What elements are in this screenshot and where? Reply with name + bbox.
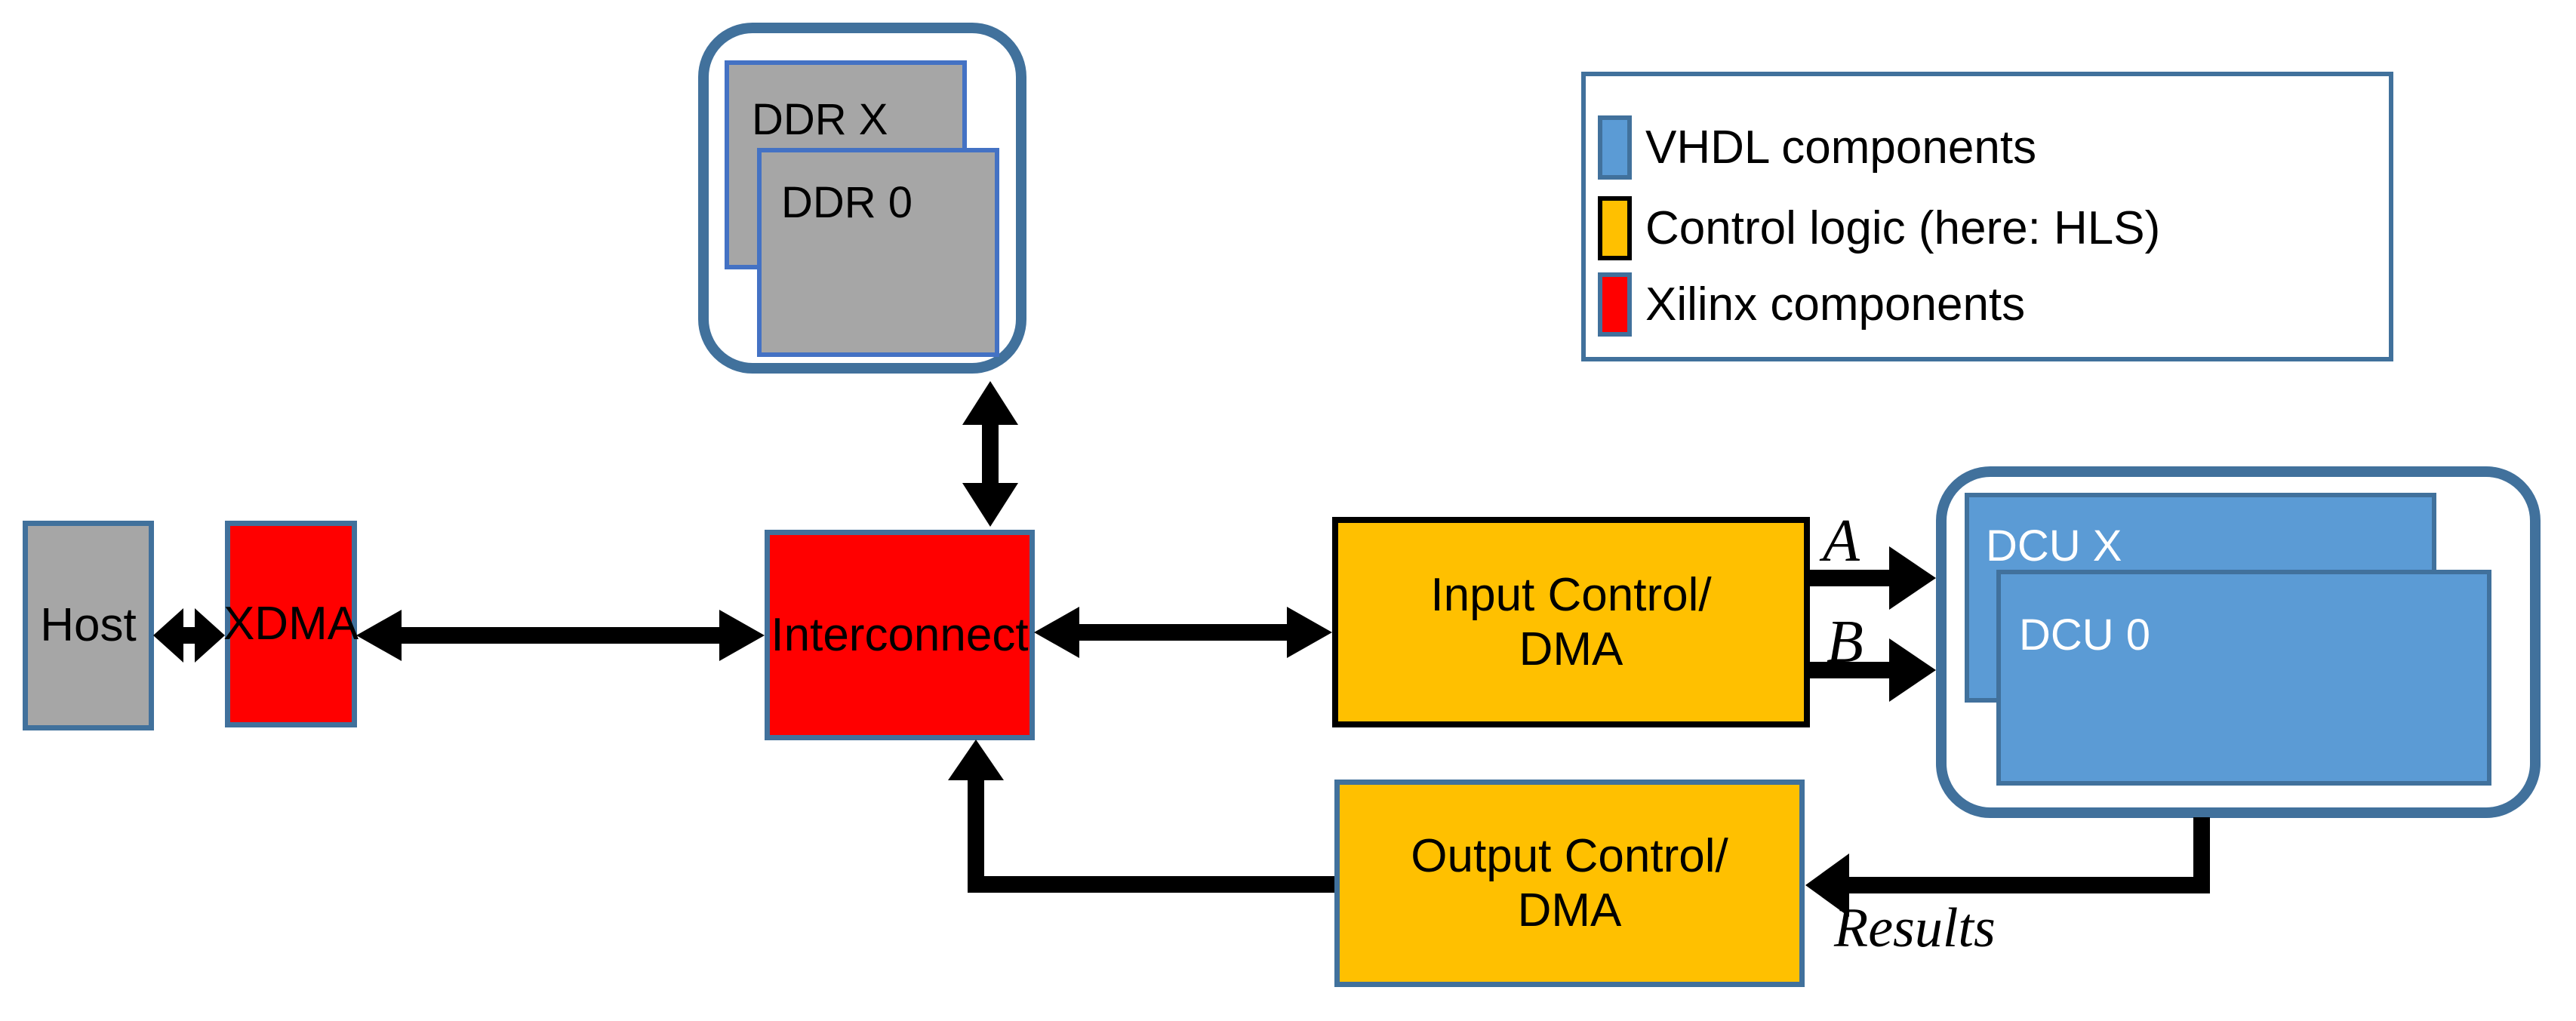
input-control-label-line1: Input Control/ — [1430, 569, 1712, 622]
host-block: Host — [23, 521, 154, 730]
legend-swatch-xilinx — [1598, 272, 1632, 337]
ddr-0-box: DDR 0 — [757, 148, 999, 357]
legend-label-control: Control logic (here: HLS) — [1645, 202, 2161, 254]
dcu-0-label: DCU 0 — [2019, 610, 2151, 660]
edge-label-results: Results — [1834, 897, 1996, 959]
xdma-label: XDMA — [223, 598, 359, 650]
ddr-0-label: DDR 0 — [781, 178, 913, 227]
legend-swatch-vhdl — [1598, 115, 1632, 180]
edge-label-a: A — [1823, 508, 1860, 574]
dcu-x-label: DCU X — [1986, 521, 2122, 570]
legend-swatch-control — [1598, 196, 1632, 260]
dcu-0-box: DCU 0 — [1996, 570, 2491, 786]
edge-label-b: B — [1827, 609, 1864, 675]
xdma-block: XDMA — [223, 521, 359, 727]
legend-box — [1581, 72, 2393, 361]
interconnect-label: Interconnect — [771, 608, 1029, 661]
legend-label-xilinx: Xilinx components — [1645, 278, 2026, 331]
interconnect-block: Interconnect — [765, 530, 1035, 740]
input-control-label-line2: DMA — [1519, 623, 1623, 675]
legend-label-vhdl: VHDL components — [1645, 121, 2037, 174]
output-control-label-line1: Output Control/ — [1411, 830, 1728, 883]
output-control-label-line2: DMA — [1517, 884, 1622, 936]
ddr-x-label: DDR X — [752, 95, 888, 144]
host-label: Host — [40, 599, 137, 652]
output-control-block: Output Control/ DMA — [1334, 780, 1805, 987]
input-control-block: Input Control/ DMA — [1332, 517, 1810, 727]
